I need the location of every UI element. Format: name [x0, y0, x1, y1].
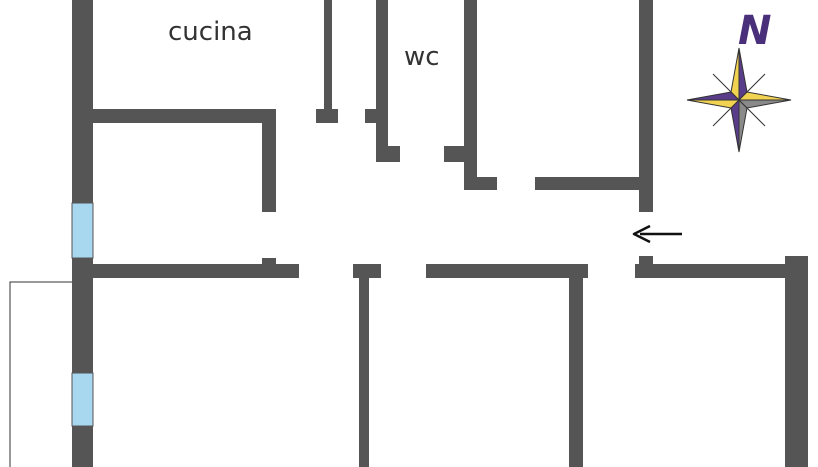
kitchen-walls — [93, 109, 276, 212]
wc-walls — [316, 0, 400, 162]
window-left-upper — [71, 202, 94, 259]
room-label-wc: wc — [404, 42, 440, 72]
window-left-lower — [71, 372, 94, 427]
lower-walls — [359, 256, 808, 467]
compass-rose-icon — [686, 47, 792, 153]
upper-right-walls — [444, 0, 653, 212]
middle-wall — [93, 256, 785, 278]
balcony-outline — [9, 281, 72, 467]
compass-north-label: N — [738, 8, 771, 54]
exterior-wall-left — [72, 0, 93, 467]
room-label-kitchen: cucina — [168, 17, 253, 47]
arrow-left-icon — [632, 224, 682, 244]
